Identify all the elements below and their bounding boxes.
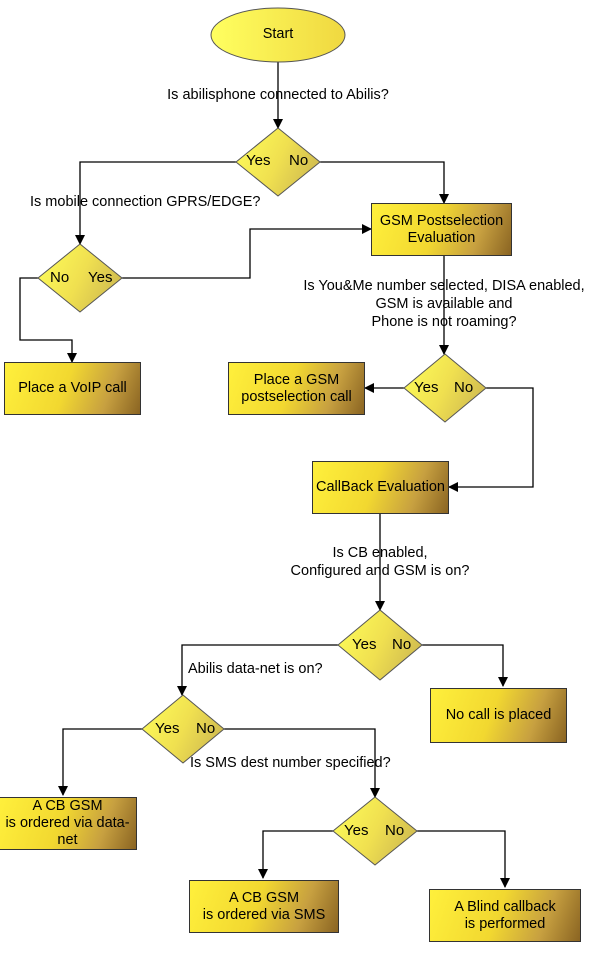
d4-no-label: No: [392, 636, 412, 653]
connector-d2-yes: [122, 224, 372, 279]
question-youme-line3: Phone is not roaming?: [371, 314, 517, 330]
start-label: Start: [262, 26, 294, 42]
decision-datanet: [141, 694, 225, 764]
d1-yes-label: Yes: [246, 152, 271, 169]
connector-d4-no: [422, 644, 508, 687]
box-callback-eval: CallBack Evaluation: [312, 461, 449, 514]
question-youme-line1: Is You&Me number selected, DISA enabled,: [303, 278, 585, 294]
decision-abilisphone: [235, 127, 321, 197]
decision-sms: [332, 796, 418, 866]
box-gsm-postselection-eval: GSM Postselection Evaluation: [371, 203, 512, 256]
box-no-call: No call is placed: [430, 688, 567, 743]
box-voip-call: Place a VoIP call: [4, 362, 141, 415]
d5-yes-label: Yes: [155, 720, 180, 737]
decision-mobile: [37, 243, 123, 313]
d3-no-label: No: [454, 379, 474, 396]
d2-yes-label: Yes: [88, 269, 113, 286]
connector-d5-no: [224, 728, 380, 798]
question-mobile: Is mobile connection GPRS/EDGE?: [30, 194, 261, 210]
box-blind-callback: A Blind callback is performed: [429, 889, 581, 942]
decision-cb: [337, 609, 423, 681]
box-cb-datanet: A CB GSM is ordered via data-net: [0, 797, 137, 850]
d6-yes-label: Yes: [344, 822, 369, 839]
box-gsm-postselection-call: Place a GSM postselection call: [228, 362, 365, 415]
connector-d4-yes: [177, 644, 338, 696]
connector-d3-no: [448, 387, 534, 492]
d5-no-label: No: [196, 720, 216, 737]
d2-no-label: No: [50, 269, 70, 286]
connector-d1-yes: [75, 161, 236, 245]
d3-yes-label: Yes: [414, 379, 439, 396]
connector-d1-no: [320, 161, 449, 204]
connector-d6-no: [417, 830, 510, 888]
d4-yes-label: Yes: [352, 636, 377, 653]
box-cb-sms: A CB GSM is ordered via SMS: [189, 880, 339, 933]
question-youme-line2: GSM is available and: [375, 296, 513, 312]
question-abilisphone: Is abilisphone connected to Abilis?: [167, 87, 389, 103]
question-sms: Is SMS dest number specified?: [190, 755, 391, 771]
d1-no-label: No: [289, 152, 309, 169]
d6-no-label: No: [385, 822, 405, 839]
question-cb-line1: Is CB enabled,: [332, 545, 428, 561]
question-cb-line2: Configured and GSM is on?: [290, 563, 470, 579]
decision-youme: [403, 353, 487, 423]
question-datanet: Abilis data-net is on?: [188, 661, 323, 677]
start-terminal: [210, 7, 346, 63]
connector-d2-no: [19, 277, 77, 363]
connector-d6-yes: [258, 830, 333, 879]
connector-d5-yes: [58, 728, 142, 796]
